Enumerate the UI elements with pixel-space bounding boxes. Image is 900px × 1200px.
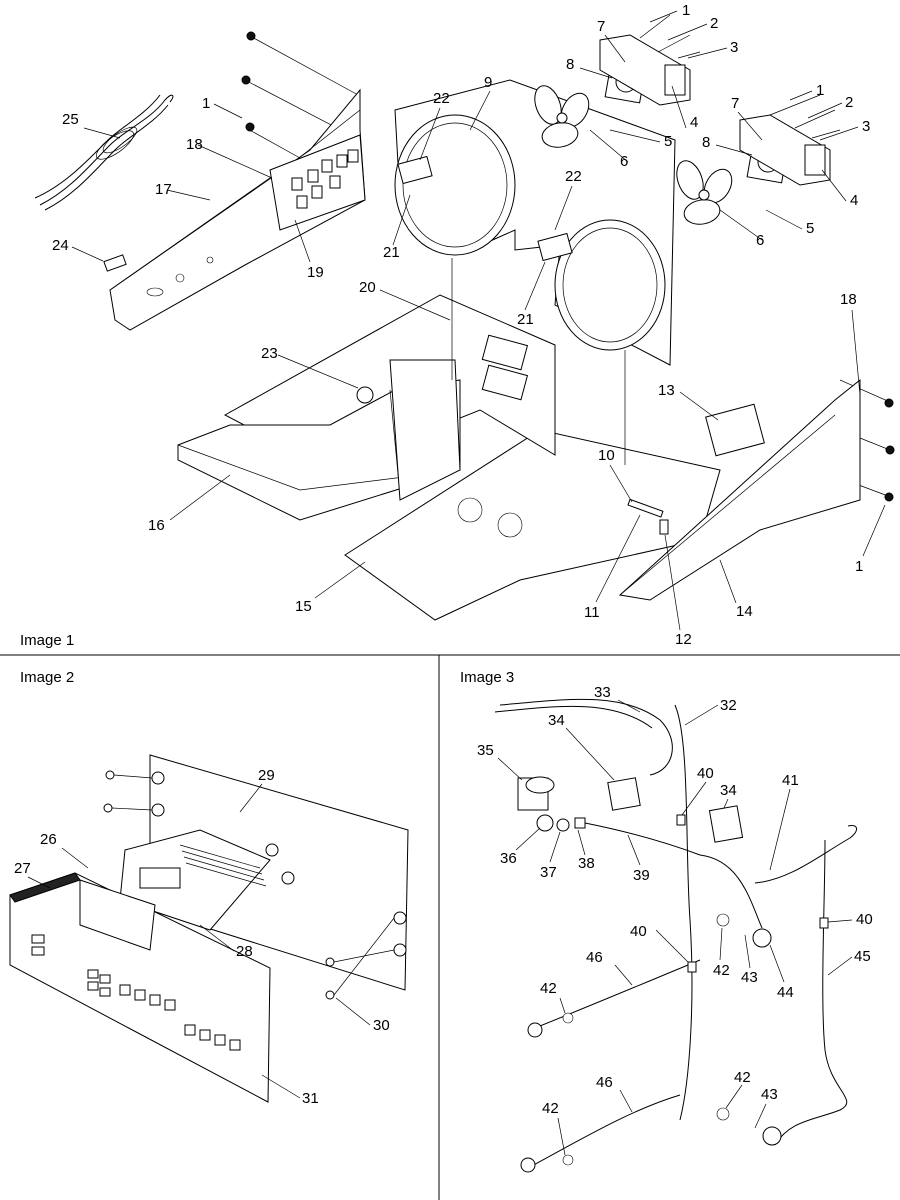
- callout-label: 10: [598, 447, 615, 464]
- callout-label: 38: [578, 855, 595, 872]
- callout-label: 45: [854, 948, 871, 965]
- callout-label: 39: [633, 867, 650, 884]
- panel-title-image1: Image 1: [20, 632, 74, 649]
- callout-label: 16: [148, 517, 165, 534]
- callout-label: 2: [845, 94, 853, 111]
- callout-label: 22: [433, 90, 450, 107]
- image1-callouts: 1 2 3 7 8 1 2 3 7 8 9 22 25 1 18 17 24 1…: [52, 2, 886, 648]
- callout-label: 5: [806, 220, 814, 237]
- callout-label: 21: [383, 244, 400, 261]
- image2-callouts: 29 26 27 28 30 31: [14, 767, 390, 1107]
- callout-label: 22: [565, 168, 582, 185]
- callout-label: 25: [62, 111, 79, 128]
- callout-label: 1: [816, 82, 824, 99]
- image3-callouts: 33 32 34 35 40 34 41 36 37 38 39 40 46 4…: [477, 684, 873, 1156]
- callout-label: 13: [658, 382, 675, 399]
- callout-label: 4: [690, 114, 698, 131]
- callout-label: 30: [373, 1017, 390, 1034]
- callout-label: 37: [540, 864, 557, 881]
- callout-label: 20: [359, 279, 376, 296]
- callout-label: 31: [302, 1090, 319, 1107]
- image2-drawing: [9, 754, 409, 1103]
- callout-label: 6: [756, 232, 764, 249]
- callout-label: 34: [548, 712, 565, 729]
- callout-label: 4: [850, 192, 858, 209]
- callout-label: 1: [855, 558, 863, 575]
- callout-label: 19: [307, 264, 324, 281]
- callout-label: 9: [484, 74, 492, 91]
- callout-label: 17: [155, 181, 172, 198]
- callout-label: 23: [261, 345, 278, 362]
- callout-label: 42: [540, 980, 557, 997]
- callout-label: 33: [594, 684, 611, 701]
- callout-label: 43: [761, 1086, 778, 1103]
- callout-label: 44: [777, 984, 794, 1001]
- callout-label: 34: [720, 782, 737, 799]
- callout-label: 36: [500, 850, 517, 867]
- image1-drawing: [34, 14, 895, 621]
- callout-label: 41: [782, 772, 799, 789]
- callout-label: 24: [52, 237, 69, 254]
- callout-label: 27: [14, 860, 31, 877]
- callout-label: 40: [856, 911, 873, 928]
- callout-label: 11: [584, 604, 600, 621]
- callout-label: 42: [542, 1100, 559, 1117]
- callout-label: 3: [862, 118, 870, 135]
- callout-label: 43: [741, 969, 758, 986]
- panel-title-image3: Image 3: [460, 669, 514, 686]
- callout-label: 1: [202, 95, 210, 112]
- callout-label: 40: [630, 923, 647, 940]
- callout-label: 28: [236, 943, 253, 960]
- callout-label: 46: [586, 949, 603, 966]
- callout-label: 12: [675, 631, 692, 648]
- callout-label: 8: [566, 56, 574, 73]
- callout-label: 7: [731, 95, 739, 112]
- callout-label: 18: [186, 136, 203, 153]
- callout-label: 21: [517, 311, 534, 328]
- callout-label: 18: [840, 291, 857, 308]
- callout-label: 8: [702, 134, 710, 151]
- callout-label: 15: [295, 598, 312, 615]
- callout-label: 5: [664, 133, 672, 150]
- image3-drawing: [494, 698, 857, 1173]
- callout-label: 7: [597, 18, 605, 35]
- callout-label: 1: [682, 2, 690, 19]
- callout-label: 3: [730, 39, 738, 56]
- callout-label: 46: [596, 1074, 613, 1091]
- callout-label: 14: [736, 603, 753, 620]
- callout-label: 40: [697, 765, 714, 782]
- callout-label: 26: [40, 831, 57, 848]
- callout-label: 32: [720, 697, 737, 714]
- callout-label: 6: [620, 153, 628, 170]
- callout-label: 29: [258, 767, 275, 784]
- callout-label: 42: [734, 1069, 751, 1086]
- panel-title-image2: Image 2: [20, 669, 74, 686]
- callout-label: 2: [710, 15, 718, 32]
- callout-label: 35: [477, 742, 494, 759]
- callout-label: 42: [713, 962, 730, 979]
